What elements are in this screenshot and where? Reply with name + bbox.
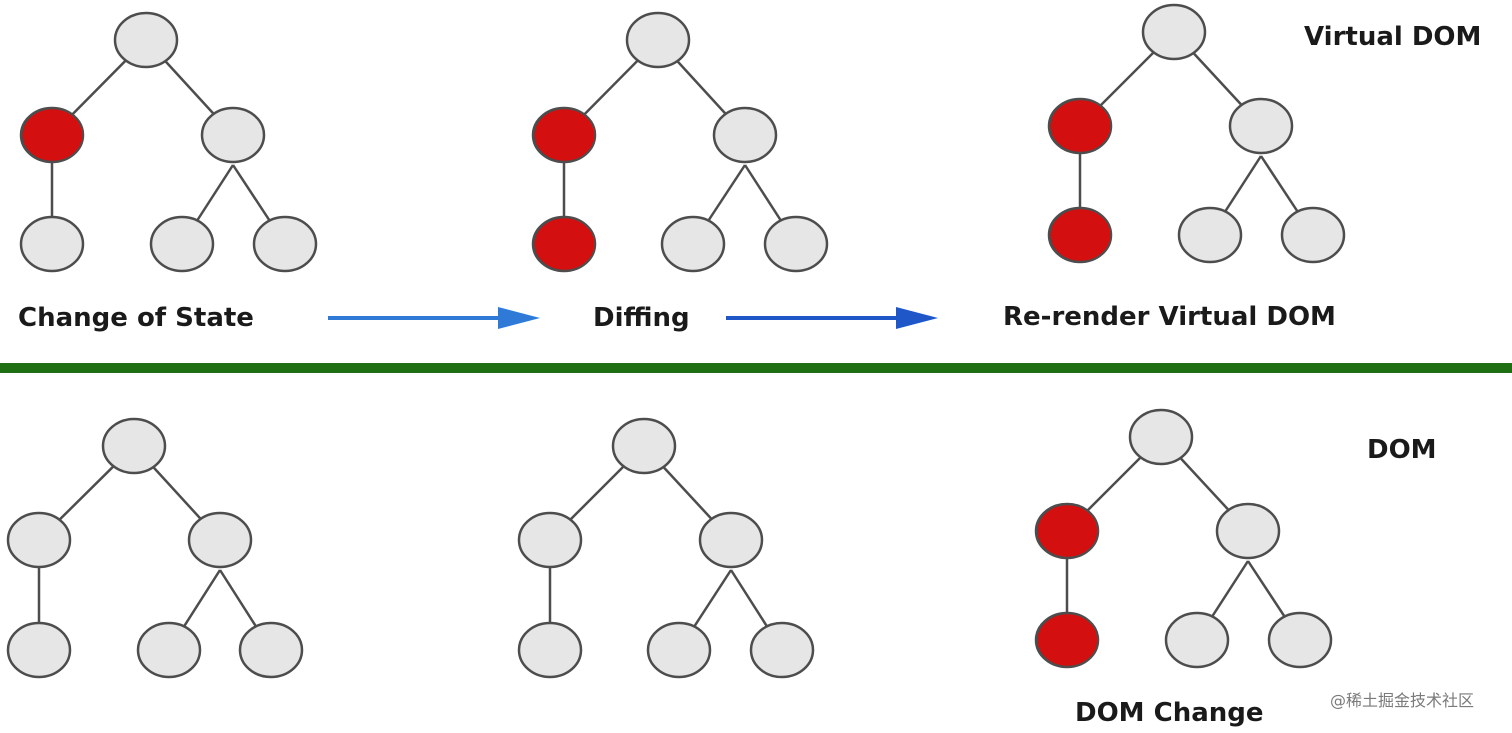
arrow-state-to-diffing [328,307,540,329]
tree-node-right-leaf-b [252,215,318,273]
arrow-diffing-to-rerender [726,307,938,329]
changed-node-left [1034,502,1100,560]
rerender-virtual-dom-label: Re-render Virtual DOM [1003,302,1336,332]
tree-node-right [1228,97,1294,155]
tree-node-root [611,417,677,475]
section-divider [0,363,1512,373]
tree-node-left-leaf [19,215,85,273]
tree-dom-after-change [1034,408,1333,669]
tree-node-right-leaf-a [1177,206,1243,264]
tree-node-right-leaf-b [749,621,815,679]
tree-node-right-leaf-b [763,215,829,273]
tree-dom-before-1 [6,417,304,679]
tree-node-right [698,511,764,569]
diffing-label: Diffing [593,303,690,333]
tree-node-right-leaf-a [660,215,726,273]
tree-virtual-dom-change-of-state [19,11,318,273]
tree-node-right-leaf-a [646,621,712,679]
changed-node-left [19,106,85,164]
changed-node-left [531,106,597,164]
tree-node-right [200,106,266,164]
tree-virtual-dom-rerender [1047,3,1346,264]
trees-layer [6,3,1346,679]
tree-virtual-dom-diffing [531,11,829,273]
virtual-dom-heading: Virtual DOM [1304,22,1482,52]
tree-node-root [1128,408,1194,466]
tree-node-right [1215,502,1281,560]
tree-node-root [113,11,179,69]
changed-node-left [1047,97,1113,155]
tree-node-right-leaf-b [1280,206,1346,264]
change-of-state-label: Change of State [18,303,254,333]
tree-node-root [101,417,167,475]
tree-node-left-leaf [517,621,583,679]
tree-node-left [6,511,72,569]
dom-heading: DOM [1367,435,1437,465]
tree-node-left [517,511,583,569]
tree-node-right [187,511,253,569]
tree-node-right-leaf-a [136,621,202,679]
tree-node-root [1141,3,1207,61]
changed-node-left-leaf [1034,611,1100,669]
tree-node-right-leaf-b [1267,611,1333,669]
changed-node-left-leaf [531,215,597,273]
tree-node-right-leaf-a [1164,611,1230,669]
tree-node-right [712,106,778,164]
dom-change-label: DOM Change [1075,698,1264,728]
tree-dom-before-2 [517,417,815,679]
watermark: @稀土掘金技术社区 [1330,691,1475,710]
tree-node-left-leaf [6,621,72,679]
changed-node-left-leaf [1047,206,1113,264]
tree-node-right-leaf-b [238,621,304,679]
tree-node-right-leaf-a [149,215,215,273]
tree-node-root [625,11,691,69]
